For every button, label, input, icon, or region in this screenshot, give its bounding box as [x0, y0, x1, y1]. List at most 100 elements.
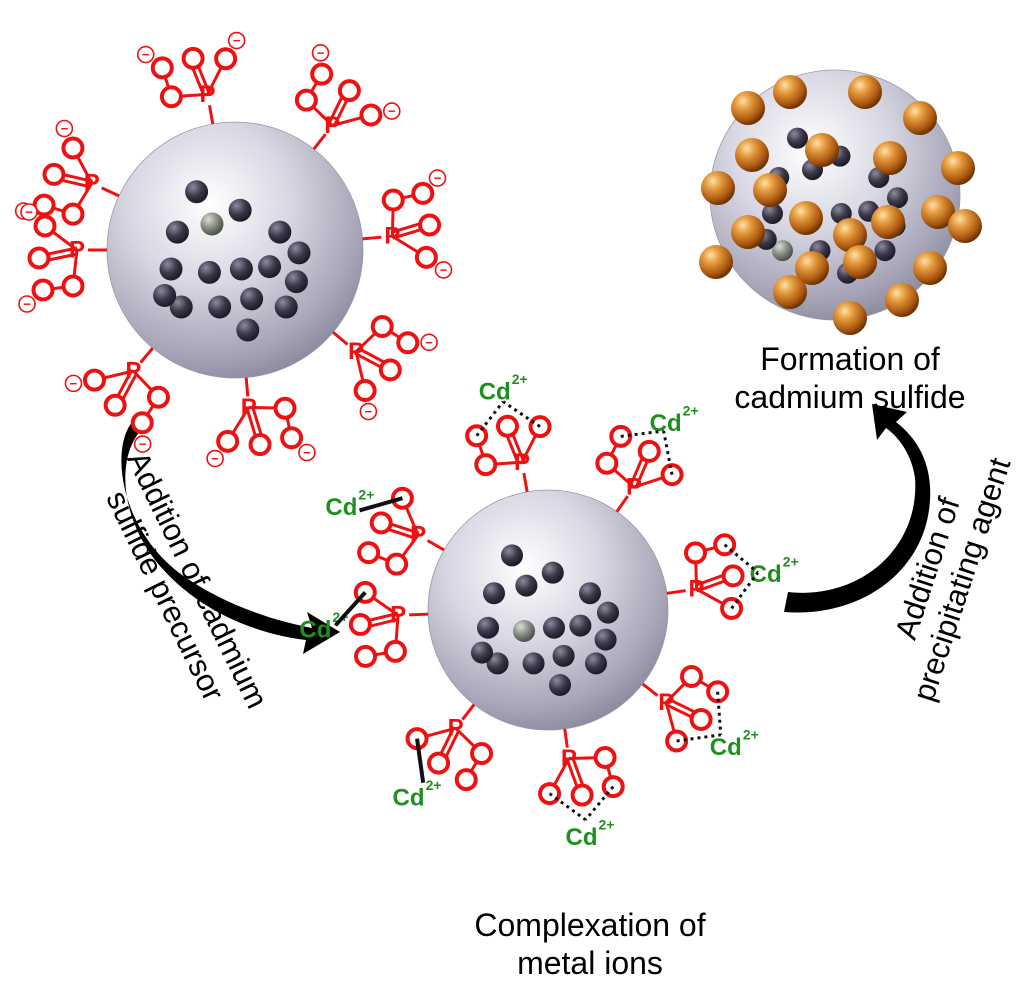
coordination-bond: [716, 691, 723, 735]
oxygen-atom: [61, 202, 85, 226]
phosphate-group: P: [357, 486, 445, 576]
cadmium-charge: 2+: [358, 486, 374, 502]
oxygen-atom: [42, 162, 66, 186]
negative-charge-sign: −: [25, 205, 33, 220]
oxygen-atom: [370, 315, 394, 339]
negative-charge-sign: −: [139, 437, 147, 452]
oxygen-atom: [150, 56, 174, 80]
complexation-caption: Complexation of metal ions: [430, 906, 750, 982]
embedded-nanoparticle: [268, 220, 292, 244]
embedded-nanoparticle: [501, 544, 523, 567]
surface-bond: [312, 133, 327, 151]
embedded-nanoparticle: [287, 241, 311, 265]
negative-charge-ring: [227, 31, 246, 50]
coordination-bond: [475, 400, 505, 437]
phosphate-shell: P−−P−−P−−P−−P−−P−−P−−P−−: [14, 31, 453, 468]
phosphorus-symbol: P: [384, 223, 400, 250]
formation-caption-line-1: Formation of: [760, 341, 940, 377]
phosphate-group: P−−: [362, 169, 453, 279]
embedded-nanoparticle: [594, 628, 617, 651]
phosphorus-symbol: P: [69, 237, 85, 264]
embedded-nanoparticle: [228, 198, 252, 222]
embedded-nanoparticle: [197, 260, 221, 284]
embedded-nanoparticle: [185, 180, 209, 204]
oxygen-atom: [214, 47, 238, 71]
cadmium-charge: 2+: [683, 402, 699, 418]
cadmium-sulfide-nanoparticle: [871, 205, 905, 239]
coordination-bond: [415, 738, 426, 784]
oxygen-atom: [383, 639, 407, 663]
cadmium-sulfide-nanoparticle: [731, 91, 765, 125]
negative-charge-sign: −: [142, 47, 150, 62]
embedded-nanoparticle: [236, 318, 260, 342]
formation-caption: Formation of cadmium sulfide: [700, 340, 1000, 416]
negative-charge-sign: −: [317, 45, 325, 60]
phosphorus-symbol: P: [561, 745, 577, 772]
embedded-nanoparticle: [274, 295, 298, 319]
embedded-nanoparticle: [153, 283, 177, 307]
embedded-nanoparticle: [787, 127, 808, 149]
coordination-bond: [662, 430, 674, 475]
oxygen-atom: [181, 46, 205, 70]
phosphorus-symbol: P: [626, 474, 642, 501]
coordination-bond: [548, 792, 587, 822]
negative-charge-sign: −: [440, 262, 448, 277]
surface-bond: [461, 703, 476, 721]
negative-charge-badge: −: [55, 119, 74, 138]
cadmium-charge: 2+: [512, 371, 528, 387]
embedded-nanoparticle: [579, 582, 601, 605]
oxygen-atom: [418, 213, 442, 237]
oxygen-atom: [689, 707, 713, 731]
formation-caption-line-2: cadmium sulfide: [734, 379, 966, 415]
oxygen-atom: [411, 181, 435, 205]
coordination-bond: [584, 785, 615, 821]
negative-charge-badge: −: [18, 295, 36, 313]
negative-charge-sign: −: [425, 335, 433, 350]
embedded-nanoparticle: [762, 203, 783, 224]
cadmium-sulfide-nanoparticle: [941, 151, 975, 185]
cadmium-sulfide-nanoparticle: [833, 218, 867, 252]
embedded-nanoparticle: [552, 644, 575, 667]
cadmium-sulfide-nanoparticle: [735, 138, 769, 172]
embedded-nanoparticle: [541, 561, 564, 584]
cadmium-symbol: Cd: [479, 378, 511, 405]
negative-charge-ring: [428, 169, 447, 187]
oxygen-atom: [357, 541, 381, 565]
phosphorus-symbol: P: [448, 715, 464, 742]
cadmium-ion: Cd2+: [299, 609, 348, 644]
cadmium-sulfide-nanoparticle: [789, 201, 823, 235]
oxygen-atom: [61, 136, 85, 160]
oxygen-atom: [337, 79, 361, 103]
oxygen-atom: [359, 103, 383, 127]
cadmium-sulfide-nanoparticle: [843, 245, 877, 279]
cadmium-symbol: Cd: [650, 410, 682, 437]
oxygen-atom: [385, 552, 409, 576]
cds-particles: [699, 75, 982, 335]
cadmium-sulfide-nanoparticle: [731, 215, 765, 249]
phosphorus-symbol: P: [689, 576, 705, 603]
phosphorus-symbol: P: [348, 338, 364, 365]
negative-charge-badge: −: [20, 203, 38, 221]
coordination-bond: [730, 571, 760, 610]
oxygen-atom: [680, 664, 704, 688]
negative-charge-sign: −: [23, 297, 31, 312]
cadmium-sulfide-nanoparticle: [805, 133, 839, 167]
negative-charge-sign: −: [233, 33, 241, 48]
oxygen-atom: [82, 368, 106, 392]
oxygen-atom: [273, 396, 297, 420]
oxygen-atom: [470, 742, 494, 766]
oxygen-atom: [369, 511, 393, 535]
embedded-nanoparticle: [549, 674, 571, 696]
cadmium-sulfide-nanoparticle: [903, 101, 937, 135]
phosphate-group: P: [666, 533, 745, 620]
negative-charge-sign: −: [211, 451, 219, 466]
coordination-bond: [502, 400, 541, 428]
surface-bond: [101, 186, 120, 198]
phosphorus-symbol: P: [200, 81, 216, 108]
coordination-bond: [358, 496, 403, 513]
oxygen-atom: [454, 768, 478, 792]
cadmium-sulfide-nanoparticle: [753, 173, 787, 207]
negative-charge-ring: [18, 295, 36, 313]
